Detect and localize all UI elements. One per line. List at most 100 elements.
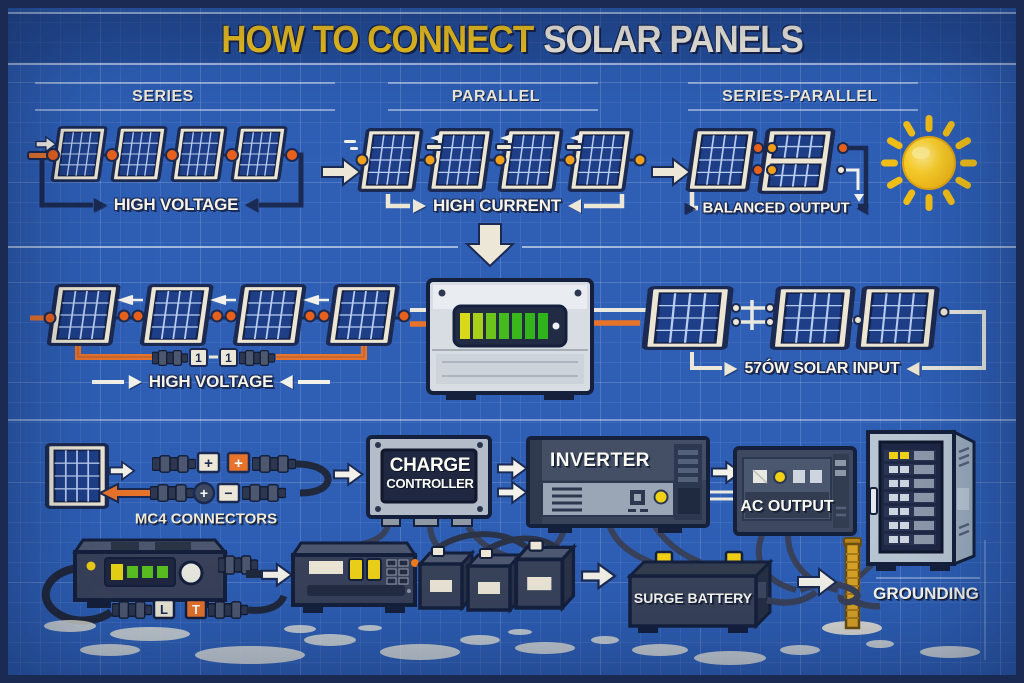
dial-knob <box>178 560 204 586</box>
inline-connector: 1 1 <box>152 348 275 367</box>
arrow-left-icon <box>856 202 868 214</box>
row2-left-text: HIGH VOLTAGE <box>148 372 274 391</box>
divider-row1-left <box>8 246 458 248</box>
arrow-right-icon <box>333 463 364 486</box>
series-flow-label: HIGH VOLTAGE <box>93 195 259 215</box>
parallel-header-line-top <box>388 82 598 84</box>
polarity-badge: + <box>204 455 213 472</box>
banner-top-line <box>8 12 1016 14</box>
controller-screen <box>380 448 478 504</box>
row2-connector-dots <box>43 309 411 325</box>
sun-icon <box>881 115 977 211</box>
down-tick-icon <box>854 194 864 202</box>
ground-rod-icon <box>843 537 862 630</box>
series-flow-text: HIGH VOLTAGE <box>113 195 239 214</box>
series-connector-dots <box>46 148 299 162</box>
status-led <box>773 470 787 484</box>
arrow-right-icon <box>128 375 142 389</box>
connector-badge: 1 <box>195 351 202 365</box>
parallel-diagram <box>344 128 647 209</box>
series-parallel-diagram <box>687 130 869 211</box>
wire-stub <box>27 151 49 160</box>
mc4-group: + + + − <box>47 445 364 508</box>
cable-connector-pair: L T <box>112 594 288 620</box>
inverter-label: INVERTER <box>549 450 651 471</box>
polarity-badge: + <box>234 455 243 472</box>
charge-controller-label: CHARGE CONTROLLER <box>375 455 485 492</box>
arrow-right-icon <box>497 481 528 504</box>
series-parallel-header-line-top <box>688 82 918 84</box>
battery-icon <box>464 548 524 614</box>
battery-level-display <box>452 304 568 348</box>
arrow-right-icon <box>724 362 738 376</box>
title-highlight: HOW TO CONNECT <box>221 18 534 61</box>
series-parallel-flow-label: BALANCED OUTPUT <box>684 200 868 217</box>
divider-row2 <box>8 419 1016 421</box>
arrow-right-icon <box>260 562 293 587</box>
header-parallel: PARALLEL <box>451 88 541 105</box>
mc4-label: MC4 CONNECTORS <box>134 510 278 528</box>
vent-slots <box>552 487 582 512</box>
series-header-line-bottom <box>35 109 335 111</box>
label-plate <box>745 492 829 518</box>
row2-left-label: HIGH VOLTAGE <box>128 372 294 392</box>
arrow-left-icon <box>567 199 581 213</box>
series-diagram <box>27 126 304 208</box>
solar-input-text: 57ÓW SOLAR INPUT <box>744 360 900 377</box>
header-series-parallel: SERIES-PARALLEL <box>722 88 878 105</box>
solar-panel <box>235 286 305 345</box>
charge-controller-line2: CONTROLLER <box>386 475 474 491</box>
guide-line-vertical <box>984 540 986 660</box>
solar-panel <box>170 126 228 182</box>
series-parallel-dots <box>752 142 849 176</box>
battery-level-bars <box>460 313 548 339</box>
mc4-cable <box>295 460 332 497</box>
charge-controller-box <box>366 435 492 527</box>
solar-panel <box>49 286 119 345</box>
battery-icon <box>512 539 578 613</box>
arrow-right-icon <box>684 202 696 214</box>
control-device <box>290 541 419 613</box>
solar-panel <box>230 126 288 182</box>
solar-panel <box>357 128 424 192</box>
series-parallel-header-line-bottom <box>688 109 918 111</box>
divider-row1-right <box>522 246 1016 248</box>
row2-mini-arrows <box>117 294 329 306</box>
yellow-button <box>366 558 382 581</box>
charge-controller-unit <box>426 278 594 400</box>
ac-output-unit <box>733 446 857 536</box>
connector-badge: L <box>160 602 168 617</box>
grounding-guide-line <box>876 577 980 579</box>
ac-output-label: AC OUTPUT <box>740 498 834 515</box>
section-arrow-icon <box>651 158 691 186</box>
solar-panel <box>47 445 107 508</box>
battery-icon <box>416 546 476 612</box>
connector-badge: T <box>192 602 200 617</box>
surge-battery-label: SURGE BATTERY <box>633 590 753 606</box>
section-arrow-icon <box>321 158 361 186</box>
power-led <box>653 489 669 505</box>
arrow-right-icon <box>580 562 617 590</box>
charge-controller-line1: CHARGE <box>389 455 471 476</box>
title-rest: SOLAR PANELS <box>543 18 804 61</box>
battery-monitor-unit <box>41 538 258 625</box>
arrow-right-icon <box>93 198 107 212</box>
inverter-unit <box>526 436 710 533</box>
arrow-left-icon <box>906 362 920 376</box>
solar-panel <box>328 286 398 345</box>
solar-panel <box>644 288 731 349</box>
parallel-top-links <box>425 134 583 151</box>
label-patch <box>309 561 343 574</box>
battery-bank <box>416 539 578 614</box>
flow-down-arrow-icon <box>466 223 514 267</box>
button-grid <box>386 559 409 585</box>
parallel-flow-label: HIGH CURRENT <box>413 196 581 216</box>
connector-badge: 1 <box>225 351 232 365</box>
solar-panel <box>110 126 168 182</box>
header-series: SERIES <box>132 88 194 105</box>
solar-input-label: 57ÓW SOLAR INPUT <box>724 360 920 378</box>
title-banner <box>8 14 1016 63</box>
polarity-badge: − <box>224 485 232 501</box>
